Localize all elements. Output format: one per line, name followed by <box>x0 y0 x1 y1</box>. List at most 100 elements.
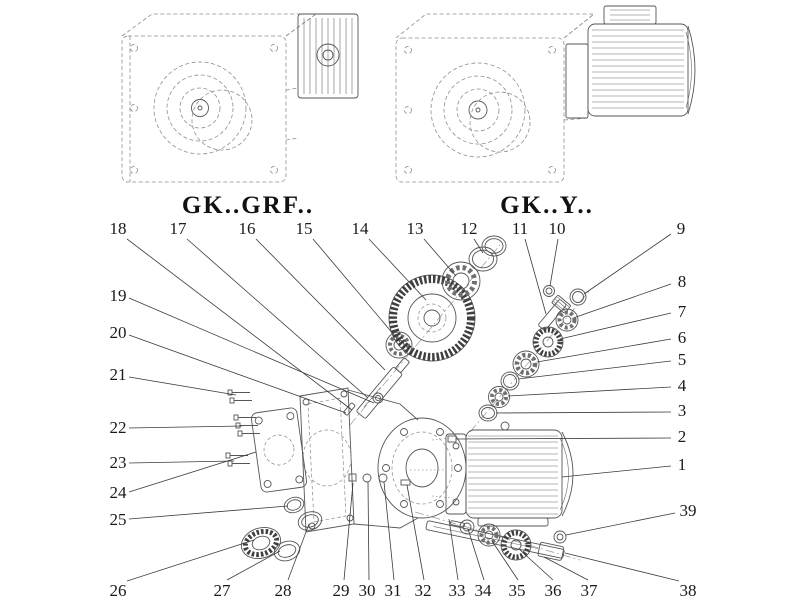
leader-line-36 <box>518 548 554 581</box>
leader-line-18 <box>126 238 353 411</box>
callout-number-11: 11 <box>512 219 528 238</box>
motor-drawing <box>410 421 574 527</box>
callout-number-33: 33 <box>449 581 466 600</box>
callout-number-25: 25 <box>110 510 127 529</box>
small-parts-29-32 <box>348 473 411 486</box>
input-bearing-13 <box>441 261 481 301</box>
callout-number-1: 1 <box>678 455 687 474</box>
bearing-35 <box>477 523 501 547</box>
gear-7 <box>532 326 564 358</box>
callout-number-15: 15 <box>296 219 313 238</box>
callout-number-10: 10 <box>549 219 566 238</box>
ring-25 <box>283 496 305 514</box>
ring-28 <box>297 511 323 531</box>
leader-line-22 <box>128 425 243 429</box>
leader-line-6 <box>536 338 672 363</box>
callout-number-5: 5 <box>678 350 687 369</box>
callout-number-20: 20 <box>110 323 127 342</box>
input-shaft-drawing <box>356 357 410 419</box>
leader-line-3 <box>495 411 672 414</box>
leader-line-35 <box>491 540 519 581</box>
callout-number-27: 27 <box>214 581 232 600</box>
ring-10 <box>543 285 555 297</box>
callout-number-6: 6 <box>678 328 687 347</box>
callout-number-32: 32 <box>415 581 432 600</box>
end-washer-39 <box>553 530 567 544</box>
leader-line-12 <box>473 238 484 254</box>
gearbox-y-drawing <box>395 5 696 183</box>
leader-line-39 <box>565 512 676 536</box>
leader-line-19 <box>128 297 375 404</box>
callout-number-37: 37 <box>581 581 599 600</box>
exploded-view <box>225 235 591 562</box>
leader-line-13 <box>423 238 457 277</box>
leader-line-17 <box>186 238 369 399</box>
pinion-shaft-drawing <box>538 295 571 331</box>
callout-number-39: 39 <box>680 501 697 520</box>
callout-number-14: 14 <box>352 219 370 238</box>
washer-34 <box>459 519 475 535</box>
variant-label-grf: GK..GRF.. <box>181 192 315 219</box>
callout-number-30: 30 <box>359 581 376 600</box>
callout-number-22: 22 <box>110 418 127 437</box>
leader-line-8 <box>575 283 672 318</box>
leader-line-7 <box>559 312 672 340</box>
leader-line-26 <box>126 539 255 582</box>
callout-number-36: 36 <box>545 581 562 600</box>
callout-number-26: 26 <box>110 581 127 600</box>
callout-number-2: 2 <box>678 427 687 446</box>
ring-5 <box>500 371 520 391</box>
screw-set-22 <box>233 414 260 437</box>
callout-number-4: 4 <box>678 376 687 395</box>
callout-number-35: 35 <box>509 581 526 600</box>
leader-line-37 <box>543 556 589 581</box>
leader-line-11 <box>524 238 547 315</box>
callout-number-38: 38 <box>680 581 697 600</box>
callout-number-12: 12 <box>461 219 478 238</box>
leader-line-25 <box>128 505 289 520</box>
bearing-ring-26 <box>240 527 282 559</box>
callout-number-13: 13 <box>407 219 424 238</box>
seal-ring-27 <box>273 540 301 562</box>
callout-number-23: 23 <box>110 453 127 472</box>
leader-line-32 <box>406 484 425 581</box>
leader-line-21 <box>128 376 237 396</box>
cover-plate-drawing <box>250 407 308 493</box>
leader-line-27 <box>226 550 281 581</box>
leader-line-33 <box>448 518 459 581</box>
gearbox-grf-drawing <box>121 13 359 183</box>
leader-line-9 <box>583 233 672 295</box>
output-gear-36 <box>500 529 532 561</box>
callout-number-28: 28 <box>275 581 292 600</box>
leader-line-15 <box>312 238 401 343</box>
y-motor-drawing <box>565 5 696 119</box>
retaining-rings-12 <box>468 235 507 272</box>
grf-finned-adapter <box>297 13 359 99</box>
leader-line-30 <box>367 481 370 581</box>
bearing-8 <box>555 308 579 332</box>
leader-line-28 <box>287 523 310 581</box>
leader-line-29 <box>343 482 354 581</box>
ring-9 <box>569 288 587 306</box>
callout-number-17: 17 <box>170 219 188 238</box>
leader-line-34 <box>467 528 485 581</box>
leader-line-14 <box>368 238 427 301</box>
leader-line-16 <box>255 238 386 371</box>
callout-number-3: 3 <box>678 401 687 420</box>
callout-number-7: 7 <box>678 302 687 321</box>
callout-number-29: 29 <box>333 581 350 600</box>
screw-set-21 <box>227 389 252 404</box>
callout-number-24: 24 <box>110 483 128 502</box>
leader-line-10 <box>549 238 559 287</box>
shaft-key-drawing <box>343 402 356 416</box>
leader-line-2 <box>455 437 672 440</box>
leader-line-38 <box>564 552 680 582</box>
bearing-4 <box>488 386 510 408</box>
callout-number-18: 18 <box>110 219 127 238</box>
callout-number-31: 31 <box>385 581 402 600</box>
bearing-6 <box>512 350 540 378</box>
leader-line-24 <box>128 451 257 493</box>
